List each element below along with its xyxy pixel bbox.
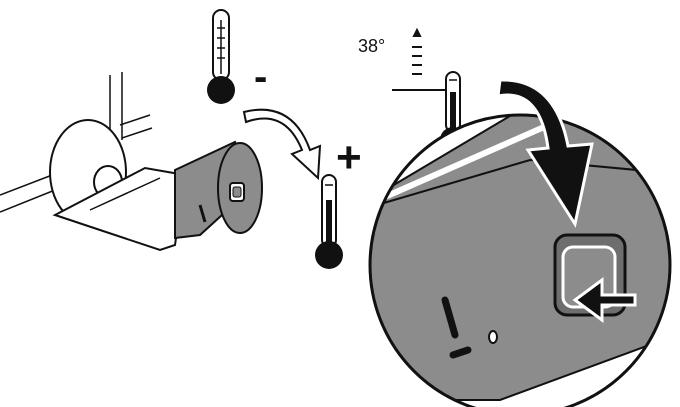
thermometer-icon-cold [207, 9, 235, 104]
press-arrow-icon [572, 277, 637, 323]
minus-sign: - [254, 55, 267, 99]
knob-body-large[interactable] [360, 110, 680, 401]
rotate-arrow-large-icon [496, 78, 594, 228]
magnified-detail [360, 110, 680, 407]
mixer-body [52, 166, 187, 252]
rotate-arrow-icon [242, 108, 322, 181]
temperature-label: 38° [358, 36, 385, 56]
thermometer-icon-hot [315, 174, 343, 269]
temperature-scale [392, 27, 452, 91]
plus-sign: + [336, 133, 362, 182]
thermostatic-knob-small[interactable] [174, 140, 263, 240]
